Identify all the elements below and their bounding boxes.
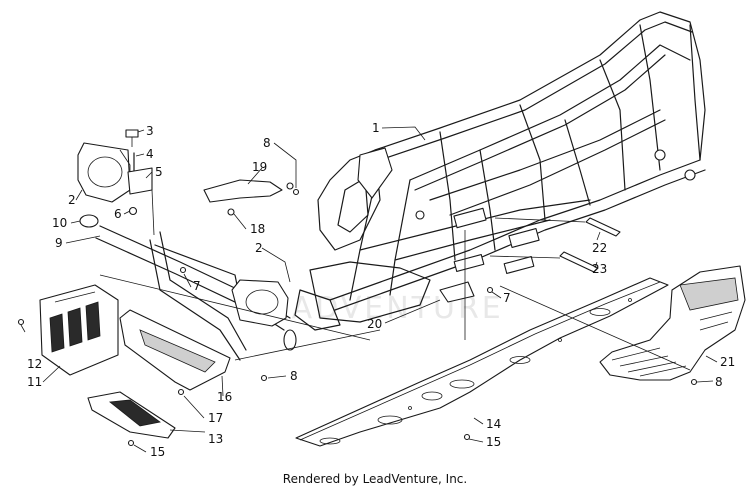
screw-17 <box>177 388 185 396</box>
callout-17: 17 <box>208 411 223 425</box>
callout-16: 16 <box>217 390 232 404</box>
front-grille <box>119 309 231 391</box>
screw-8b <box>260 374 268 382</box>
callout-8b: 8 <box>290 369 298 383</box>
nut-6 <box>128 206 138 216</box>
bracket-5 <box>127 167 155 236</box>
callout-22: 22 <box>592 241 607 255</box>
screw-8a <box>292 188 300 196</box>
skid-plate <box>295 277 669 447</box>
footer-credit: Rendered by LeadVenture, Inc. <box>282 472 468 486</box>
callout-1: 1 <box>372 121 380 135</box>
callout-10: 10 <box>52 216 67 230</box>
callout-7b: 7 <box>503 291 511 305</box>
callout-14: 14 <box>486 417 501 431</box>
callout-7a: 7 <box>193 279 201 293</box>
leader-lines <box>20 126 718 453</box>
callout-6: 6 <box>114 207 122 221</box>
rail-23 <box>559 251 599 273</box>
callout-8c: 8 <box>715 375 723 389</box>
callout-21: 21 <box>720 355 735 369</box>
bracket-20 <box>439 281 475 303</box>
lower-guard <box>87 391 176 439</box>
callout-19: 19 <box>252 160 267 174</box>
screw-7a <box>179 266 187 274</box>
headlight-left <box>77 142 131 203</box>
callout-13: 13 <box>208 432 223 446</box>
callout-2b: 2 <box>255 241 263 255</box>
callout-8a: 8 <box>263 136 271 150</box>
cap-10 <box>79 214 99 228</box>
headlight-bracket-19 <box>203 179 294 203</box>
callout-15b: 15 <box>486 435 501 449</box>
screw-15a <box>127 439 135 447</box>
callout-3: 3 <box>146 124 154 138</box>
callout-15a: 15 <box>150 445 165 459</box>
screw-12 <box>17 318 25 326</box>
callout-20: 20 <box>367 317 382 331</box>
callout-11: 11 <box>27 375 42 389</box>
front-panel <box>39 284 119 376</box>
screw-18 <box>227 208 235 216</box>
bolt-3 <box>125 129 139 147</box>
screw-15b <box>463 433 471 441</box>
rear-footwell-guard <box>599 265 746 381</box>
headlight-right <box>231 279 289 327</box>
callout-2a: 2 <box>68 193 76 207</box>
callout-4: 4 <box>146 147 154 161</box>
callout-23: 23 <box>592 262 607 276</box>
screw-8c <box>690 378 698 386</box>
callout-12: 12 <box>27 357 42 371</box>
callout-9: 9 <box>55 236 63 250</box>
screw-7b <box>486 286 494 294</box>
callout-5: 5 <box>155 165 163 179</box>
callout-18: 18 <box>250 222 265 236</box>
rail-22 <box>585 217 621 237</box>
